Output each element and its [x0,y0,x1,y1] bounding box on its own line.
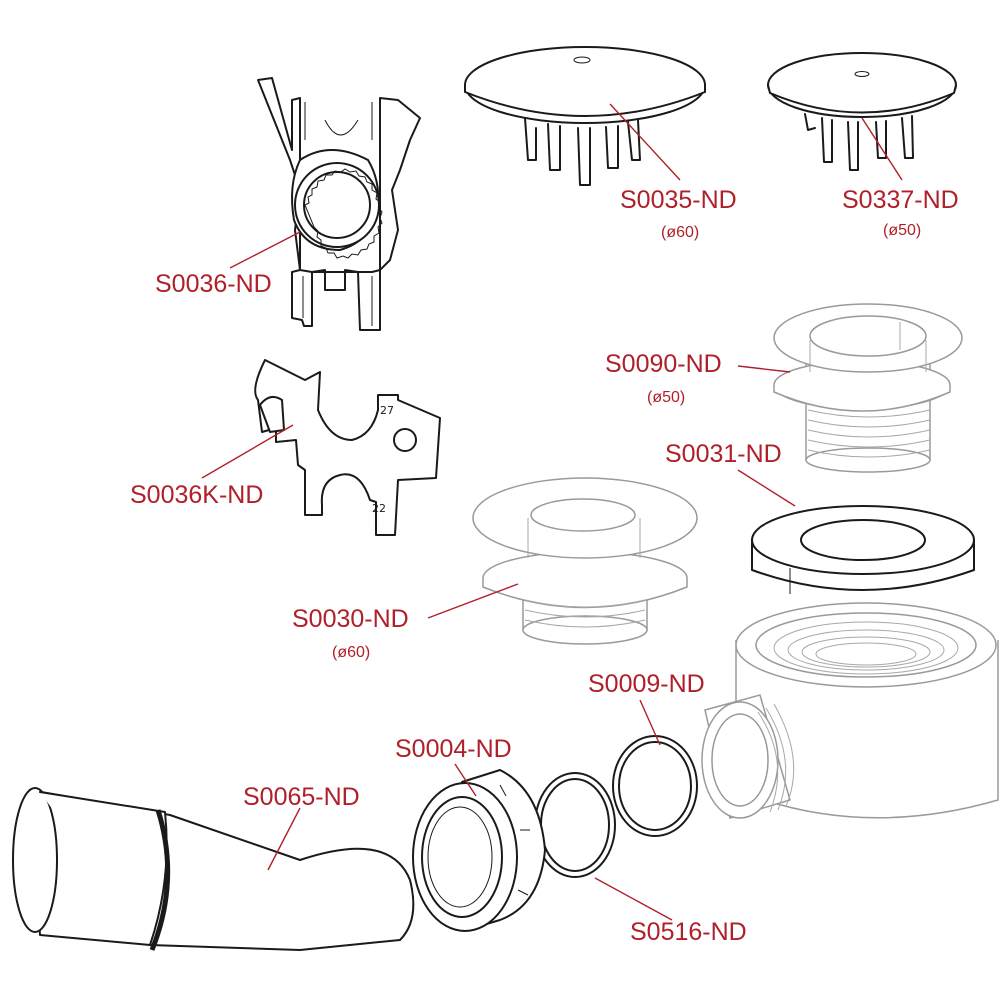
label-s0036: S0036-ND [155,270,272,298]
trap-body [701,602,999,819]
size-s0090: (ø50) [647,389,685,406]
part-s0004-nut [412,769,546,932]
key-mark-27: 27 [380,404,394,417]
label-s0009: S0009-ND [588,670,705,698]
label-s0337: S0337-ND [842,186,959,214]
label-s0090: S0090-ND [605,350,722,378]
size-s0337: (ø50) [883,222,921,239]
part-s0035-cover [464,46,706,186]
label-s0030: S0030-ND [292,605,409,633]
part-s0031-gasket [751,505,975,594]
part-s0065-pipe [12,787,415,951]
part-s0516-seal [534,772,616,878]
label-s0065: S0065-ND [243,783,360,811]
part-s0009-ring [612,735,698,837]
label-s0031: S0031-ND [665,440,782,468]
label-s0035: S0035-ND [620,186,737,214]
part-s0030-waste [472,477,698,645]
label-s0036k: S0036K-ND [130,481,263,509]
part-s0337-cover [767,52,957,171]
size-s0030: (ø60) [332,644,370,661]
labels: S0036-ND S0035-ND (ø60) S0337-ND (ø50) S… [130,186,959,946]
key-mark-22: 22 [372,502,386,515]
label-s0516: S0516-ND [630,918,747,946]
leader-lines [201,103,903,921]
part-s0036k-key: 27 22 [254,359,441,536]
part-s0036-key [257,77,421,331]
label-s0004: S0004-ND [395,735,512,763]
part-s0090-waste [773,303,963,473]
size-s0035: (ø60) [661,224,699,241]
